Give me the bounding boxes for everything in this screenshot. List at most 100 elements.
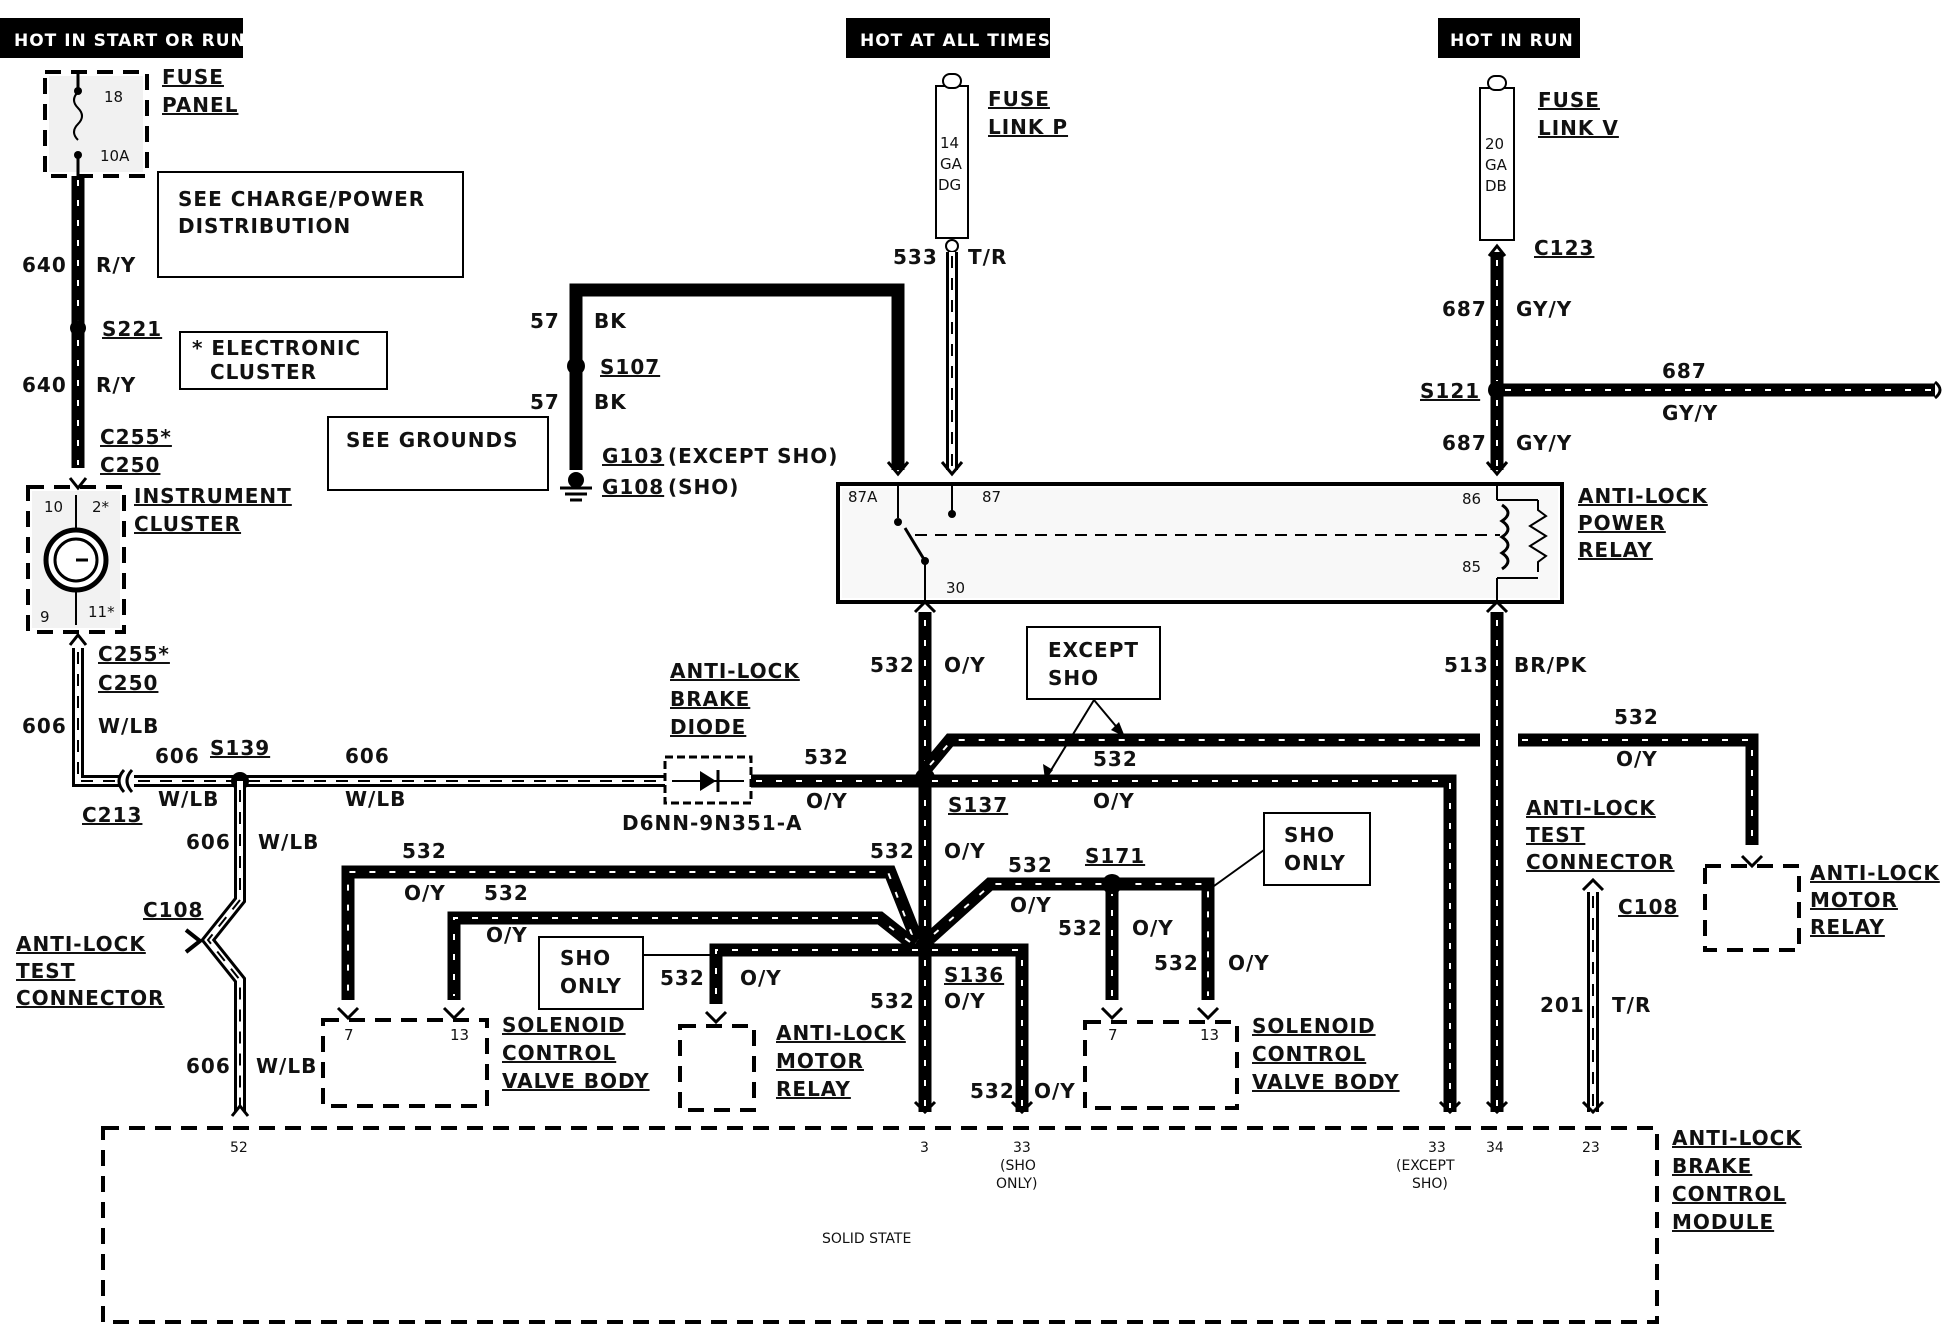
header-hot-in-start-or-run: HOT IN START OR RUN [0, 18, 245, 58]
anti-lock-motor-relay-right [1703, 864, 1801, 952]
connector-c255-lower: C255* [98, 642, 170, 666]
connector-s137: S137 [948, 793, 1008, 817]
module-pin-23: 23 [1582, 1140, 1600, 1156]
solenoid-left-pin13: 13 [450, 1026, 469, 1044]
relay-pin-87: 87 [982, 488, 1001, 506]
module-pin-33-except-note1: (EXCEPT [1396, 1158, 1455, 1174]
wire-606-mid-color: W/LB [158, 787, 219, 811]
connector-s121: S121 [1420, 379, 1480, 403]
module-solid-state: SOLID STATE [822, 1231, 911, 1247]
wire-532-sol-right-13: 532 [1154, 951, 1199, 975]
connector-s107: S107 [600, 355, 660, 379]
instrument-cluster-label-1: INSTRUMENT [134, 484, 292, 508]
fuse-link-v: 20 GA DB [1479, 75, 1515, 241]
relay-pin-85: 85 [1462, 558, 1481, 576]
see-charge-line1: SEE CHARGE/POWER [178, 187, 425, 211]
fuse-link-v-g1: 20 [1485, 135, 1504, 153]
wire-532-s137-s136-color: O/Y [944, 839, 986, 863]
solenoid-left-l2: CONTROL [502, 1041, 616, 1065]
anti-lock-brake-diode [663, 755, 753, 805]
wire-57-upper: 57 [530, 309, 560, 333]
fuse-link-v-label-2: LINK V [1538, 116, 1619, 140]
wire-532-diode: 532 [804, 745, 849, 769]
wire-606-bottom-color: W/LB [256, 1054, 317, 1078]
solenoid-left-l1: SOLENOID [502, 1013, 626, 1037]
relay-pin-86: 86 [1462, 490, 1481, 508]
connector-c255-upper: C255* [100, 425, 172, 449]
solenoid-right-pin7: 7 [1108, 1026, 1118, 1044]
wire-201-color: T/R [1612, 993, 1651, 1017]
fuse-panel: 18 10A [43, 70, 149, 178]
fuse-link-v-g3: DB [1485, 177, 1507, 195]
ground-g103-note: (EXCEPT SHO) [668, 444, 838, 468]
connector-s136: S136 [944, 963, 1004, 987]
wire-532-diode-color: O/Y [806, 789, 848, 813]
wire-532-motor-sho-color: O/Y [740, 966, 782, 990]
connector-c108-right: C108 [1618, 895, 1678, 919]
ground-g108-note: (SHO) [668, 475, 739, 499]
connector-s171: S171 [1085, 844, 1145, 868]
fuse-panel-label-1: FUSE [162, 65, 224, 89]
fuse-link-v-g2: GA [1485, 156, 1508, 174]
wire-606-bottom: 606 [186, 1054, 231, 1078]
ground-g103: G103 [602, 444, 664, 468]
wire-532-sol-left-inner-color: O/Y [486, 923, 528, 947]
wire-687-upper-color: GY/Y [1516, 297, 1572, 321]
module-label-2: BRAKE [1672, 1154, 1752, 1178]
solenoid-left-pin7: 7 [344, 1026, 354, 1044]
wire-606-down-color: W/LB [258, 830, 319, 854]
test-connector-right-l2: TEST [1526, 823, 1585, 847]
wire-687-right-color: GY/Y [1662, 401, 1718, 425]
power-relay-title-2: POWER [1578, 511, 1666, 535]
anti-lock-power-relay: 87A 87 30 86 85 [836, 482, 1564, 604]
relay-pin-87a: 87A [848, 488, 878, 506]
fuse-number: 18 [104, 88, 123, 106]
wire-687-upper: 687 [1442, 297, 1487, 321]
wire-532-s136-down-color: O/Y [944, 989, 986, 1013]
module-pin-33-sho: 33 [1013, 1140, 1031, 1156]
wire-532-motor-right-color: O/Y [1616, 747, 1658, 771]
wire-532-sol-right-7-color: O/Y [1132, 916, 1174, 940]
wire-532-except-color: O/Y [1093, 789, 1135, 813]
wire-532-s171: 532 [1008, 853, 1053, 877]
solenoid-right-pin13: 13 [1200, 1026, 1219, 1044]
diode-label-2: BRAKE [670, 687, 750, 711]
wire-532-pin33-sho-color: O/Y [1034, 1079, 1076, 1103]
connector-c213: C213 [82, 803, 142, 827]
wire-57-lower: 57 [530, 390, 560, 414]
wire-532-sol-left-outer-color: O/Y [404, 881, 446, 905]
wire-532-s171-color: O/Y [1010, 893, 1052, 917]
module-label-1: ANTI-LOCK [1672, 1126, 1802, 1150]
wire-532-trunk-color: O/Y [944, 653, 986, 677]
relay-pin-30: 30 [946, 579, 965, 597]
connector-c250-lower: C250 [98, 671, 158, 695]
anti-lock-brake-control-module [101, 1126, 1659, 1324]
solenoid-valve-body-left [321, 1018, 489, 1108]
module-pin-33-sho-note2: ONLY) [996, 1176, 1037, 1192]
anti-lock-motor-relay-middle [678, 1024, 756, 1112]
wire-532-except: 532 [1093, 747, 1138, 771]
solenoid-right-l1: SOLENOID [1252, 1014, 1376, 1038]
wire-606-left: 606 [22, 714, 67, 738]
wire-640-upper: 640 [22, 253, 67, 277]
wire-532-sol-right-13-color: O/Y [1228, 951, 1270, 975]
sho-only-right-l1: SHO [1284, 823, 1335, 847]
solenoid-valve-body-right [1083, 1020, 1239, 1110]
solenoid-left-l3: VALVE BODY [502, 1069, 650, 1093]
connector-s221: S221 [102, 317, 162, 341]
fuse-rating: 10A [100, 147, 130, 165]
module-pin-34: 34 [1486, 1140, 1504, 1156]
wire-532-trunk: 532 [870, 653, 915, 677]
motor-relay-right-l1: ANTI-LOCK [1810, 861, 1940, 885]
motor-relay-middle-l1: ANTI-LOCK [776, 1021, 906, 1045]
diode-label-3: DIODE [670, 715, 746, 739]
sho-only-box-right [1263, 812, 1371, 886]
solenoid-right-l3: VALVE BODY [1252, 1070, 1400, 1094]
ground-g108: G108 [602, 475, 664, 499]
wire-201: 201 [1540, 993, 1585, 1017]
see-grounds-text: SEE GROUNDS [346, 428, 519, 452]
cluster-pin-10: 10 [44, 498, 63, 516]
wire-533-color: T/R [968, 245, 1007, 269]
wire-606-left-color: W/LB [98, 714, 159, 738]
